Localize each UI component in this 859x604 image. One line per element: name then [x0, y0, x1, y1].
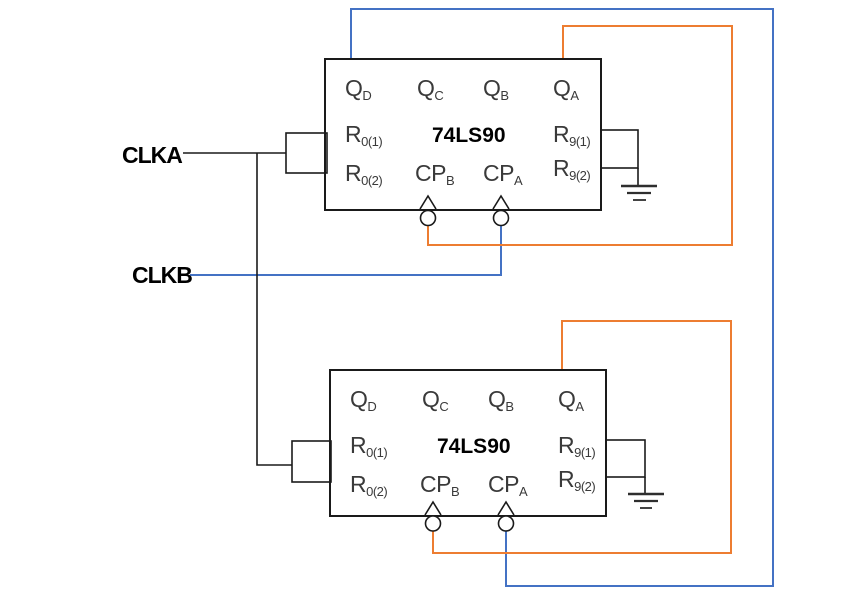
clock-edge-triangle-cpb: [419, 194, 437, 210]
chip-top-74ls90: QD QC QB QA R0(1) 74LS90 R9(1) R0(2) CPB…: [324, 58, 602, 227]
pin-label-qd: QD: [345, 75, 371, 103]
pin-label-r0-1: R0(1): [350, 432, 387, 460]
bottom-chip-r9-bridge: [605, 439, 646, 478]
chip-body: [324, 58, 602, 211]
pin-label-qa: QA: [553, 75, 579, 103]
clka-input-label: CLKA: [122, 142, 182, 168]
pin-label-cpa: CPA: [483, 160, 523, 188]
pin-label-r0-2: R0(2): [350, 471, 387, 499]
pin-label-qb: QB: [483, 75, 509, 103]
top-chip-r9-bridge: [600, 129, 639, 169]
pin-label-r0-1: R0(1): [345, 121, 382, 149]
ground-symbol-bottom: [628, 477, 664, 509]
chip-title: 74LS90: [437, 435, 511, 458]
wire-clka-drop-to-bottom: [256, 153, 292, 466]
pin-label-cpb: CPB: [420, 471, 459, 499]
pin-label-qa: QA: [558, 386, 584, 414]
clock-edge-triangle-cpa: [497, 500, 515, 516]
pin-label-qb: QB: [488, 386, 514, 414]
pin-label-cpa: CPA: [488, 471, 528, 499]
wire-top-qa-to-top-cpb: [427, 25, 733, 246]
pin-label-qc: QC: [422, 386, 448, 414]
clock-edge-triangle-cpa: [492, 194, 510, 210]
pin-label-r9-1: R9(1): [558, 432, 595, 460]
chip-body: [329, 369, 607, 517]
wire-top-qd-to-bottom-cpa: [350, 8, 774, 587]
ground-symbol-top: [621, 168, 657, 201]
wire-bottom-qa-to-bottom-cpb: [432, 320, 732, 554]
wire-clkb-to-top-cpa: [190, 226, 502, 276]
bottom-chip-r0-bridge: [291, 440, 332, 483]
pin-label-cpb: CPB: [415, 160, 454, 188]
pin-label-r9-2: R9(2): [553, 155, 590, 183]
top-chip-r0-bridge: [285, 132, 328, 174]
clock-bubble-cpa: [497, 515, 515, 532]
clock-bubble-cpb: [424, 515, 442, 532]
clkb-input-label: CLKB: [132, 262, 192, 288]
chip-title: 74LS90: [432, 124, 506, 147]
clock-edge-triangle-cpb: [424, 500, 442, 516]
chip-bottom-74ls90: QD QC QB QA R0(1) 74LS90 R9(1) R0(2) CPB…: [329, 369, 607, 532]
clock-bubble-cpb: [419, 209, 437, 227]
pin-label-r9-2: R9(2): [558, 466, 595, 494]
pin-label-qd: QD: [350, 386, 376, 414]
pin-label-qc: QC: [417, 75, 443, 103]
pin-label-r0-2: R0(2): [345, 160, 382, 188]
pin-label-r9-1: R9(1): [553, 121, 590, 149]
clock-bubble-cpa: [492, 209, 510, 227]
